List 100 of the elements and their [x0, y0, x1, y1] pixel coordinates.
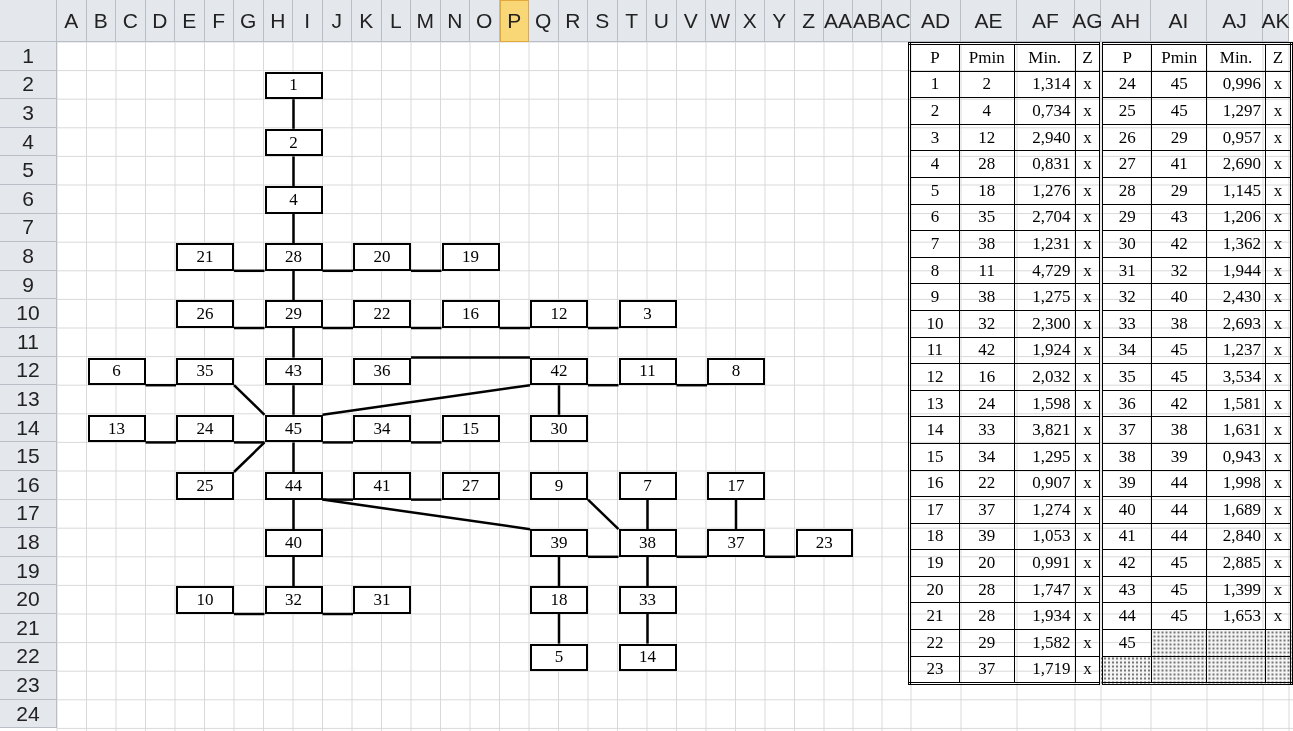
table-cell: 29 — [1151, 177, 1207, 205]
connector-line — [588, 326, 619, 330]
connector-line — [145, 383, 176, 387]
number-box: 36 — [353, 357, 411, 386]
column-heading: D — [145, 0, 175, 42]
table-cell: 38 — [1101, 443, 1152, 470]
number-box: 40 — [264, 529, 323, 557]
table-cell: 1,297 — [1206, 97, 1266, 125]
number-box: 17 — [707, 472, 765, 500]
column-heading: AE — [961, 0, 1017, 42]
number-box: 35 — [176, 357, 234, 386]
column-heading: R — [558, 0, 588, 42]
table-cell: 2 — [909, 97, 960, 125]
column-heading: Q — [529, 0, 559, 42]
column-heading: AB — [853, 0, 882, 42]
number-box: 11 — [618, 357, 677, 386]
table-cell: 44 — [1151, 523, 1207, 550]
table-cell: 32 — [1151, 257, 1207, 284]
row-number: 1 — [0, 42, 57, 71]
connector-line — [322, 383, 531, 417]
table-cell: 1,145 — [1206, 177, 1266, 205]
table-cell: 42 — [1151, 230, 1207, 258]
row-number: 5 — [0, 156, 57, 185]
row-number: 22 — [0, 642, 57, 672]
connector-line — [676, 555, 707, 559]
table-cell: 19 — [909, 549, 960, 577]
column-heading: AD — [911, 0, 961, 42]
table-cell: 36 — [1101, 390, 1152, 417]
number-box: 6 — [87, 357, 146, 386]
number-box: 39 — [530, 529, 588, 557]
column-heading: AA — [824, 0, 853, 42]
column-heading: Z — [794, 0, 824, 42]
number-box: 22 — [353, 300, 411, 328]
row-number: 13 — [0, 385, 57, 414]
table-cell: 1,276 — [1014, 177, 1076, 205]
table-cell: 41 — [1101, 523, 1152, 550]
connector-line — [588, 383, 619, 387]
table-cell: 1,653 — [1206, 602, 1266, 630]
row-number: 8 — [0, 242, 57, 271]
row-number: 15 — [0, 442, 57, 471]
column-heading: N — [440, 0, 470, 42]
row-number: 16 — [0, 471, 57, 500]
table-cell: 20 — [909, 576, 960, 603]
table-cell: 41 — [1151, 150, 1207, 178]
table-cell: 42 — [959, 337, 1015, 364]
table-cell: 0,943 — [1206, 443, 1266, 470]
row-number: 2 — [0, 70, 57, 100]
table-cell: 31 — [1101, 257, 1152, 284]
connector-line — [411, 441, 442, 444]
table-cell: 1,598 — [1014, 390, 1076, 417]
number-box: 3 — [618, 300, 677, 328]
connector-line — [234, 441, 265, 444]
table-cell: 1,314 — [1014, 71, 1076, 98]
column-heading: A — [57, 0, 87, 42]
row-number: 7 — [0, 213, 57, 243]
table-cell: 25 — [1101, 97, 1152, 125]
table-cell: 12 — [959, 124, 1015, 151]
table-cell: 40 — [1151, 283, 1207, 311]
connector-line — [292, 385, 295, 415]
table-cell: 28 — [1101, 177, 1152, 205]
connector-line — [322, 326, 353, 330]
table-cell: 1,934 — [1014, 602, 1076, 630]
table-cell: 20 — [959, 549, 1015, 577]
number-box: 31 — [353, 586, 411, 614]
row-number: 21 — [0, 614, 57, 643]
table-cell: 1,631 — [1206, 416, 1266, 444]
connector-line — [234, 326, 265, 330]
number-box: 15 — [441, 414, 500, 443]
table-cell: 17 — [909, 496, 960, 524]
table-cell: 27 — [1101, 150, 1152, 178]
column-heading: G — [234, 0, 264, 42]
table-cell: 3 — [909, 124, 960, 151]
connector-line — [292, 270, 295, 301]
number-box: 42 — [530, 357, 588, 386]
column-title: Min. — [1014, 43, 1076, 72]
number-box: 5 — [530, 643, 588, 672]
number-box: 33 — [618, 586, 677, 614]
connector-line — [233, 384, 266, 416]
table-cell: 0,996 — [1206, 71, 1266, 98]
connector-line — [646, 499, 649, 530]
number-box: 37 — [707, 529, 765, 557]
connector-line — [322, 269, 353, 273]
table-cell: 14 — [909, 416, 960, 444]
column-title: P — [909, 43, 960, 72]
number-box: 10 — [176, 586, 234, 614]
connector-line — [557, 614, 561, 644]
table-cell: 0,831 — [1014, 150, 1076, 178]
row-number: 9 — [0, 270, 57, 300]
connector-line — [292, 442, 295, 472]
table-cell: 30 — [1101, 230, 1152, 258]
table-cell: 28 — [959, 150, 1015, 178]
number-box: 20 — [353, 243, 411, 271]
table-cell: 34 — [959, 443, 1015, 470]
table-cell: 29 — [1151, 124, 1207, 151]
number-box: 1 — [264, 71, 323, 100]
table-cell: 1,274 — [1014, 496, 1076, 524]
table-cell: 39 — [1151, 443, 1207, 470]
table-cell: 1,399 — [1206, 576, 1266, 603]
connector-line — [322, 612, 353, 616]
connector-line — [411, 269, 442, 273]
